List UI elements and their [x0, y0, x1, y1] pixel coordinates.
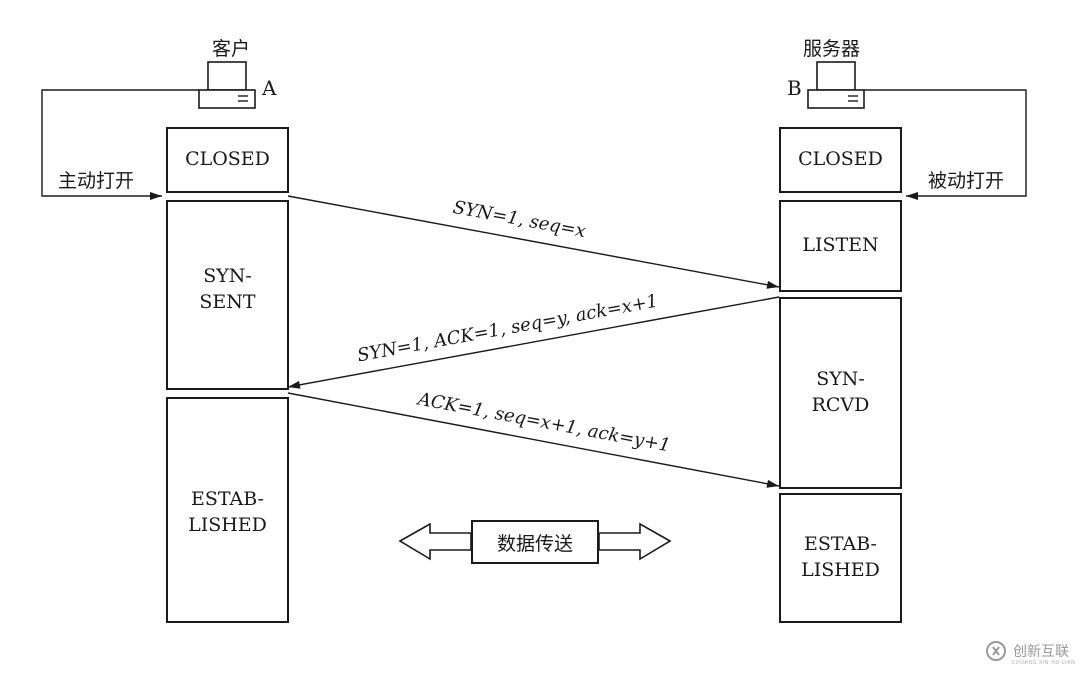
server-state-listen: LISTEN: [779, 200, 902, 292]
server-title: 服务器: [803, 38, 861, 60]
server-state-established: ESTAB- LISHED: [779, 493, 902, 623]
data-transfer-label: 数据传送: [471, 520, 599, 564]
watermark-subtext: CHUANG XIN HU LIAN: [1012, 660, 1076, 666]
client-title: 客户: [212, 38, 251, 60]
syn-arrow: [287, 195, 780, 289]
client-computer-icon: [198, 61, 256, 109]
logo-icon: [986, 641, 1006, 661]
server-state-syn-rcvd: SYN- RCVD: [779, 297, 902, 489]
server-computer-icon: [807, 61, 865, 109]
active-open-label: 主动打开: [58, 170, 135, 192]
ack-arrow: [287, 392, 780, 488]
data-transfer-arrow: [398, 522, 672, 561]
client-id: A: [262, 76, 277, 100]
client-state-syn-sent: SYN- SENT: [166, 200, 289, 390]
server-state-closed: CLOSED: [779, 127, 902, 193]
passive-open-label: 被动打开: [928, 170, 1005, 192]
client-state-established: ESTAB- LISHED: [166, 397, 289, 623]
watermark: 创新互联: [985, 640, 1069, 662]
syn-ack-arrow: [287, 296, 780, 389]
passive-open-line: [864, 89, 1027, 200]
active-open-line: [41, 89, 199, 200]
client-state-closed: CLOSED: [166, 127, 289, 193]
watermark-text: 创新互联: [1013, 644, 1069, 660]
server-id: B: [787, 76, 802, 100]
